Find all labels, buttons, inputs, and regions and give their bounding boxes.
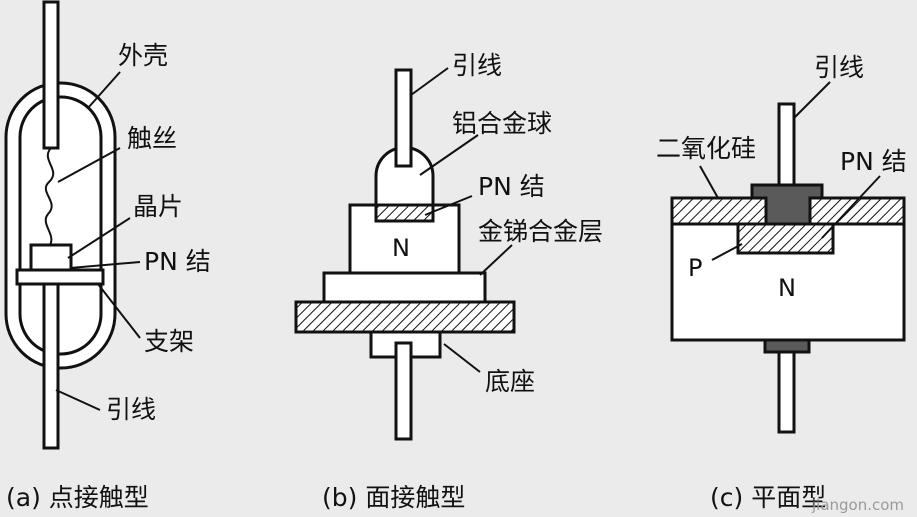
label-chip: 晶片 bbox=[133, 192, 183, 221]
caption-surface-contact: (b) 面接触型 bbox=[322, 483, 465, 512]
p-region bbox=[736, 222, 835, 255]
watermark: jiangon.com bbox=[811, 496, 904, 514]
label-n-region: N bbox=[392, 234, 410, 262]
label-alloy-layer: 金锑合金层 bbox=[478, 217, 603, 246]
base-plate bbox=[294, 300, 516, 334]
bottom-lead bbox=[777, 350, 796, 434]
label-base: 底座 bbox=[485, 367, 535, 396]
point-contact-diagram: 外壳 触丝 晶片 PN 结 支架 引线 (a) 点接触型 bbox=[4, 0, 211, 512]
label-sio2: 二氧化硅 bbox=[656, 134, 756, 163]
bottom-contact bbox=[763, 338, 811, 354]
shell-inner bbox=[18, 95, 103, 356]
bottom-lead bbox=[42, 282, 60, 450]
sio2-layer-left bbox=[670, 196, 768, 226]
top-lead bbox=[42, 0, 60, 150]
contact-wire bbox=[44, 147, 55, 246]
caption-point-contact: (a) 点接触型 bbox=[6, 483, 149, 512]
label-lead: 引线 bbox=[452, 51, 502, 80]
label-pn-junction: PN 结 bbox=[478, 172, 545, 201]
label-p-region: P bbox=[688, 254, 702, 282]
pn-junction bbox=[374, 203, 435, 223]
planar-diagram: 引线 二氧化硅 PN 结 P N (c) 平面型 bbox=[656, 53, 907, 512]
caption-planar: (c) 平面型 bbox=[710, 483, 826, 512]
label-lead: 引线 bbox=[814, 53, 864, 82]
top-lead bbox=[777, 102, 796, 187]
crystal-chip bbox=[29, 243, 73, 272]
metal-contact bbox=[750, 183, 824, 226]
bracket bbox=[15, 268, 105, 286]
alloy-layer bbox=[322, 271, 487, 304]
label-shell: 外壳 bbox=[118, 41, 168, 70]
label-lead: 引线 bbox=[106, 395, 156, 424]
label-n-region: N bbox=[778, 274, 796, 302]
surface-contact-diagram: 引线 铝合金球 PN 结 金锑合金层 N 底座 (b) 面接触型 bbox=[294, 51, 603, 512]
label-pn-junction: PN 结 bbox=[840, 147, 907, 176]
top-lead bbox=[394, 68, 413, 168]
label-bracket: 支架 bbox=[144, 327, 194, 356]
bottom-lead bbox=[394, 341, 413, 441]
label-wire: 触丝 bbox=[127, 124, 177, 153]
label-pn-junction: PN 结 bbox=[144, 247, 211, 276]
label-aluminium-ball: 铝合金球 bbox=[452, 109, 552, 138]
